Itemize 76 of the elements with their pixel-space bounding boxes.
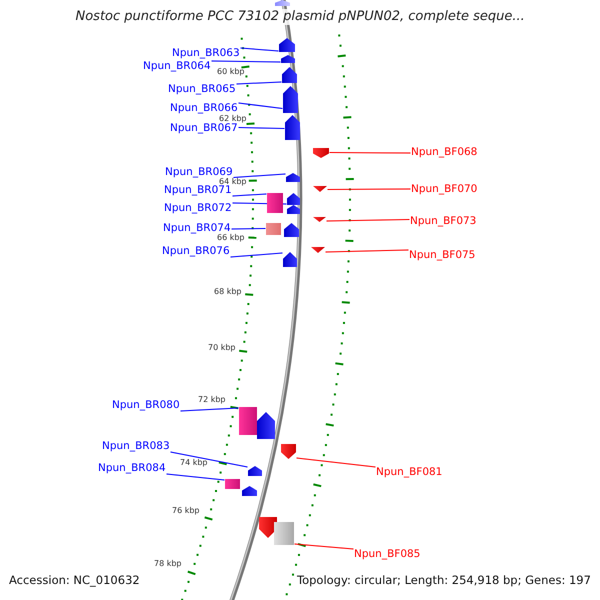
leader-line [232, 194, 267, 196]
gene-label: Npun_BF073 [410, 214, 476, 228]
gene-label: Npun_BR076 [162, 244, 230, 258]
gene-block [281, 444, 296, 459]
gene-block [313, 186, 327, 192]
tick-label: 60 kbp [217, 67, 245, 77]
gene-label: Npun_BR063 [172, 46, 240, 60]
feature-block [266, 223, 281, 235]
tick-label: 64 kbp [219, 177, 247, 186]
gene-block [287, 193, 300, 205]
gene-block [313, 148, 329, 158]
gene-label: Npun_BR067 [170, 122, 238, 134]
leader-line [231, 228, 266, 230]
leader-line [325, 250, 409, 252]
gene-label: Npun_BR084 [98, 462, 166, 474]
leader-line [238, 127, 285, 129]
tick-label: 74 kbp [180, 458, 208, 468]
tick-label: 76 kbp [172, 506, 200, 516]
leader-line [238, 102, 283, 109]
gene-label: Npun_BR074 [163, 222, 231, 234]
leader-line [296, 458, 376, 468]
gene-label: Npun_BF068 [411, 146, 478, 158]
gene-label: Npun_BF075 [409, 248, 476, 262]
diagram-title: Nostoc punctiforme PCC 73102 plasmid pNPUN02, complete seque... [76, 9, 525, 25]
leader-line [327, 188, 411, 190]
gene-block [282, 67, 297, 83]
gene-label: Npun_BF081 [376, 466, 442, 478]
gene-label: Npun_BR066 [170, 102, 238, 114]
gene-block [283, 252, 297, 267]
gene-block [259, 517, 277, 538]
tick-label: 72 kbp [198, 395, 226, 405]
leader-line [329, 152, 411, 154]
gene-block [248, 466, 262, 476]
leader-line [240, 48, 279, 52]
feature-block [239, 407, 257, 435]
leader-line [166, 474, 225, 480]
gene-block [286, 173, 300, 182]
gene-label: Npun_BR064 [143, 60, 211, 72]
leader-line [180, 408, 239, 412]
gene-block [284, 223, 299, 237]
leader-line [294, 544, 354, 550]
gene-block [285, 115, 300, 140]
gene-block [257, 412, 275, 439]
leader-line [236, 82, 282, 84]
feature-block [274, 522, 294, 545]
leader-line [170, 452, 248, 468]
gene-label: Npun_BF085 [354, 548, 420, 560]
gene-label: Npun_BR080 [112, 398, 180, 412]
gene-block [275, 0, 290, 6]
gene-block [281, 55, 295, 63]
gene-block [287, 205, 300, 214]
gene-label: Npun_BR069 [165, 166, 233, 178]
tick-label: 70 kbp [208, 343, 236, 353]
gene-block [313, 217, 326, 222]
leader-line [230, 252, 283, 258]
tick-label: 66 kbp [217, 233, 245, 243]
tick-label: 78 kbp [154, 559, 182, 569]
accession-text: Accession: NC_010632 [9, 574, 140, 588]
leader-line [211, 60, 281, 62]
gene-label: Npun_BF070 [411, 182, 478, 196]
feature-block [267, 193, 283, 213]
gene-label: Npun_BR065 [168, 82, 236, 96]
topology-text: Topology: circular; Length: 254,918 bp; Genes: 197 [297, 574, 591, 588]
gene-block [311, 247, 325, 253]
gene-block [283, 86, 298, 113]
feature-block [225, 479, 240, 489]
gene-block [242, 486, 257, 496]
gene-label: Npun_BR072 [164, 202, 232, 214]
gene-label: Npun_BR071 [164, 184, 232, 196]
tick-label: 62 kbp [219, 114, 247, 123]
tick-label: 68 kbp [214, 287, 242, 297]
leader-line [326, 219, 410, 222]
leader-line [232, 202, 287, 204]
gene-block [279, 38, 295, 52]
leader-line [233, 174, 286, 178]
gene-label: Npun_BR083 [102, 440, 170, 452]
